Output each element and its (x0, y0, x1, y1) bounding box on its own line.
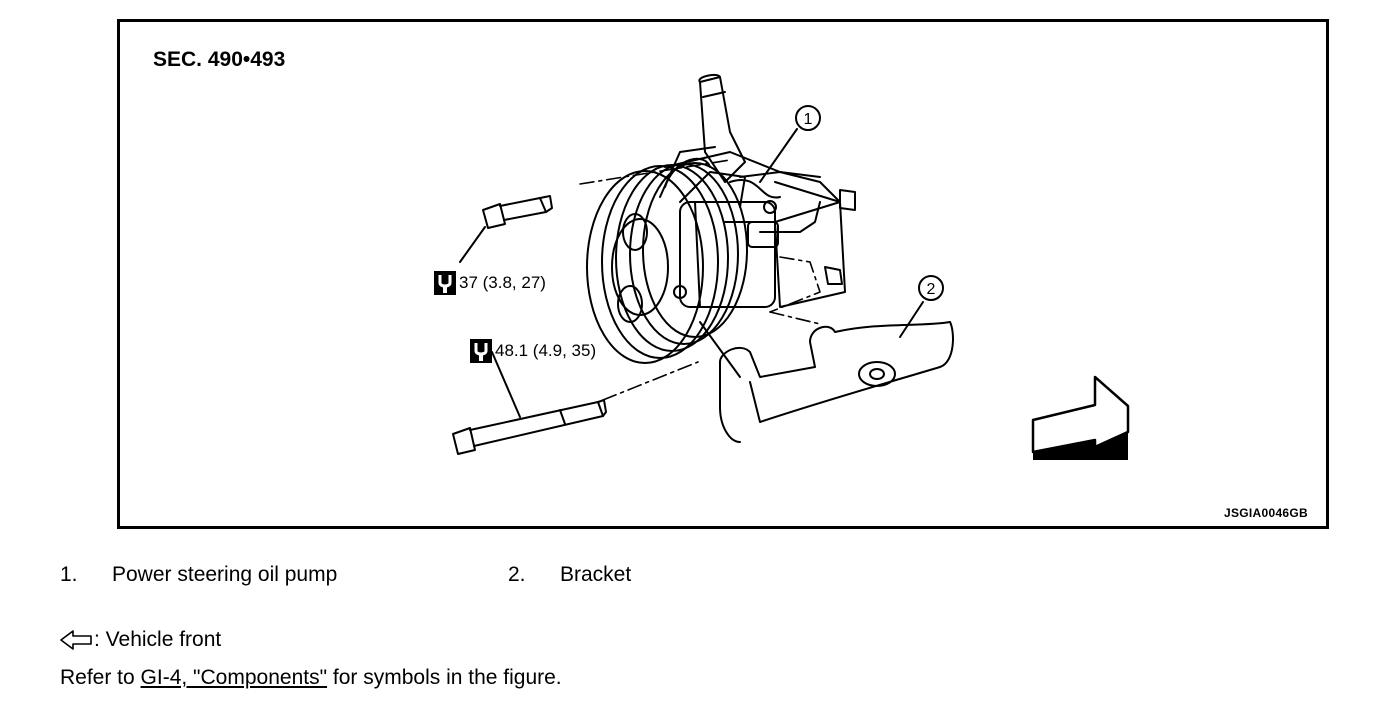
section-label: SEC. 490•493 (153, 48, 286, 71)
legend-label: Bracket (560, 563, 632, 586)
torque-lower-value: 48.1 (4.9, 35) (495, 341, 597, 360)
legend-item-1: 1. Power steering oil pump (60, 563, 337, 587)
refer-suffix: for symbols in the figure. (327, 666, 562, 689)
callout-1-leader (759, 128, 798, 183)
pulley (586, 162, 748, 364)
torque-spec-upper: 37 (3.8, 27) (434, 271, 546, 295)
callout-2-label: 2 (927, 281, 936, 298)
legend-number: 1. (60, 563, 78, 586)
refer-note: Refer to GI-4, "Components" for symbols … (60, 666, 562, 690)
legend-number: 2. (508, 563, 526, 586)
alignment-lines (579, 159, 821, 401)
front-arrow-icon (60, 630, 92, 650)
figure-code: JSGIA0046GB (1223, 506, 1308, 520)
front-note-text: : Vehicle front (94, 628, 222, 651)
bracket (699, 321, 954, 443)
figure-frame: 1 2 SEC. 490•493 37 (3.8, 27) 48.1 (4.9,… (117, 19, 1329, 529)
callout-1-label: 1 (804, 111, 813, 128)
callout-2-circle (918, 275, 944, 301)
torque-wrench-icon (434, 271, 456, 295)
legend-item-2: 2. Bracket (508, 563, 631, 587)
components-link[interactable]: GI-4, "Components" (140, 666, 328, 689)
torque-upper-value: 37 (3.8, 27) (459, 273, 546, 292)
vehicle-front-note: : Vehicle front (60, 628, 221, 652)
upper-bolt (459, 195, 553, 263)
torque-spec-lower: 48.1 (4.9, 35) (470, 339, 596, 363)
pump-diagram: 1 2 (452, 73, 1130, 460)
vehicle-front-arrow-icon (1031, 375, 1130, 460)
torque-wrench-icon (470, 339, 492, 363)
callout-1-circle (795, 105, 821, 131)
legend-label: Power steering oil pump (112, 563, 338, 586)
callout-2-leader (899, 301, 924, 338)
refer-prefix: Refer to (60, 666, 141, 689)
lower-bolt (452, 351, 607, 455)
pump-body (664, 151, 856, 308)
